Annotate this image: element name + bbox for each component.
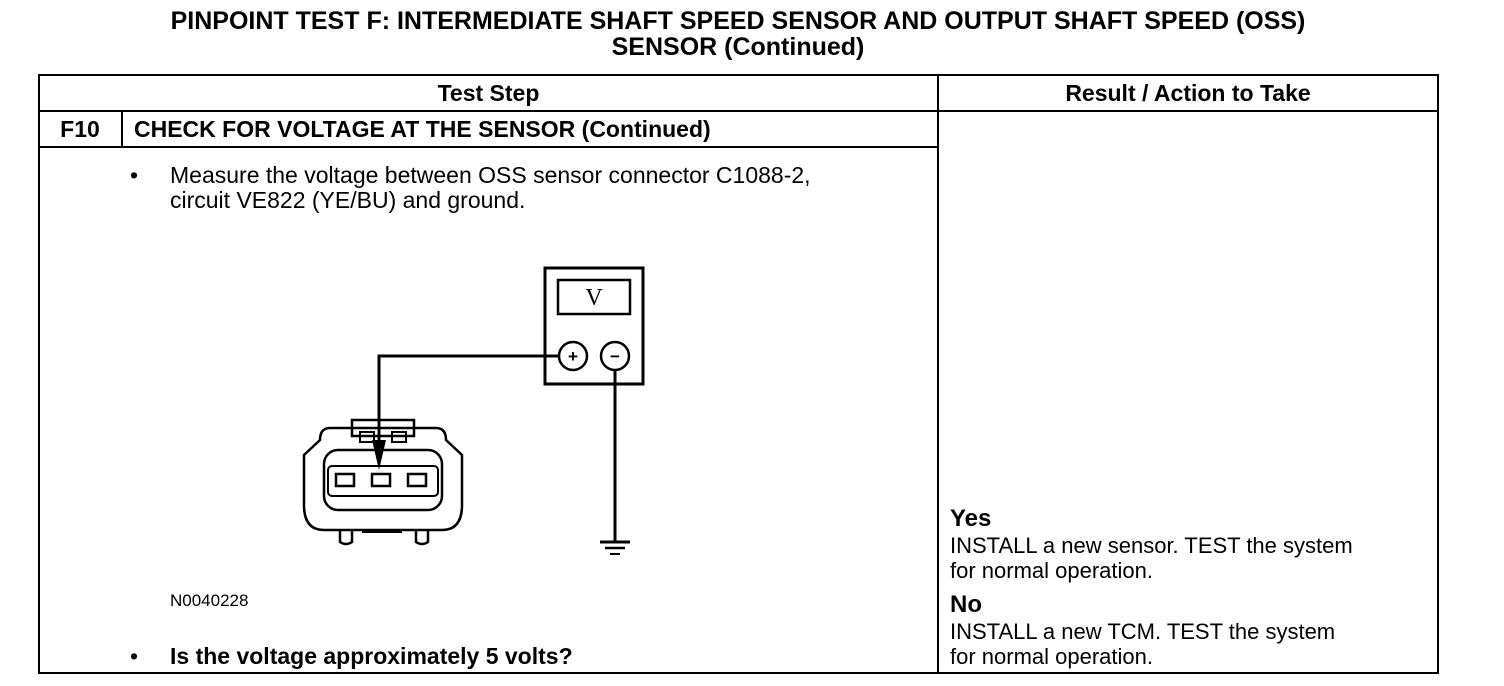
table-border-bottom	[38, 672, 1439, 674]
plus-label: +	[568, 347, 578, 366]
result-yes-action: INSTALL a new sensor. TEST the system fo…	[950, 533, 1353, 583]
column-divider	[937, 74, 939, 674]
title-line-1: PINPOINT TEST F: INTERMEDIATE SHAFT SPEE…	[170, 7, 1306, 35]
header-result-action: Result / Action to Take	[1065, 80, 1311, 106]
table-border-right	[1437, 74, 1439, 674]
title-line-2: SENSOR (Continued)	[611, 33, 865, 61]
connector-foot-left	[338, 530, 354, 546]
voltmeter-body	[543, 266, 645, 386]
step-question: Is the voltage approximately 5 volts?	[170, 643, 573, 669]
minus-label: −	[610, 347, 620, 366]
result-no-action: INSTALL a new TCM. TEST the system for n…	[950, 619, 1335, 669]
result-yes-line-1: INSTALL a new sensor. TEST the system	[950, 533, 1353, 558]
table-border-top	[38, 74, 1439, 76]
instruction-line-1: Measure the voltage between OSS sensor c…	[170, 162, 811, 188]
connector-inner-housing	[322, 448, 444, 512]
connector-foot-right	[414, 530, 430, 546]
result-yes-line-2: for normal operation.	[950, 558, 1153, 583]
step-id: F10	[60, 116, 100, 142]
voltmeter-display	[556, 278, 632, 316]
instruction-text: Measure the voltage between OSS sensor c…	[170, 163, 811, 213]
result-no-label: No	[950, 591, 982, 618]
connector-outer-shell	[302, 426, 464, 532]
result-no-line-2: for normal operation.	[950, 644, 1153, 669]
connector-pin-1	[334, 472, 356, 488]
bullet-question: •	[130, 643, 139, 669]
voltmeter-display-label: V	[585, 285, 603, 311]
connector-latch	[350, 418, 416, 438]
header-divider	[38, 110, 1439, 112]
page-title: PINPOINT TEST F: INTERMEDIATE SHAFT SPEE…	[0, 8, 1476, 60]
connector-pin-3	[406, 472, 428, 488]
result-no-line-1: INSTALL a new TCM. TEST the system	[950, 619, 1336, 644]
step-title-divider	[38, 146, 939, 148]
connector-pin-2	[370, 472, 392, 488]
header-test-step: Test Step	[437, 80, 540, 106]
bullet-instruction: •	[130, 162, 139, 188]
positive-test-lead	[377, 354, 559, 440]
instruction-line-2: circuit VE822 (YE/BU) and ground.	[170, 187, 526, 213]
probe-tip	[372, 440, 386, 470]
voltage-test-diagram: V + −	[302, 266, 645, 555]
step-title: CHECK FOR VOLTAGE AT THE SENSOR (Continu…	[134, 116, 711, 142]
step-id-divider	[121, 110, 123, 148]
result-yes-label: Yes	[950, 505, 992, 532]
figure-id: N0040228	[170, 591, 249, 610]
table-border-left	[38, 74, 40, 674]
